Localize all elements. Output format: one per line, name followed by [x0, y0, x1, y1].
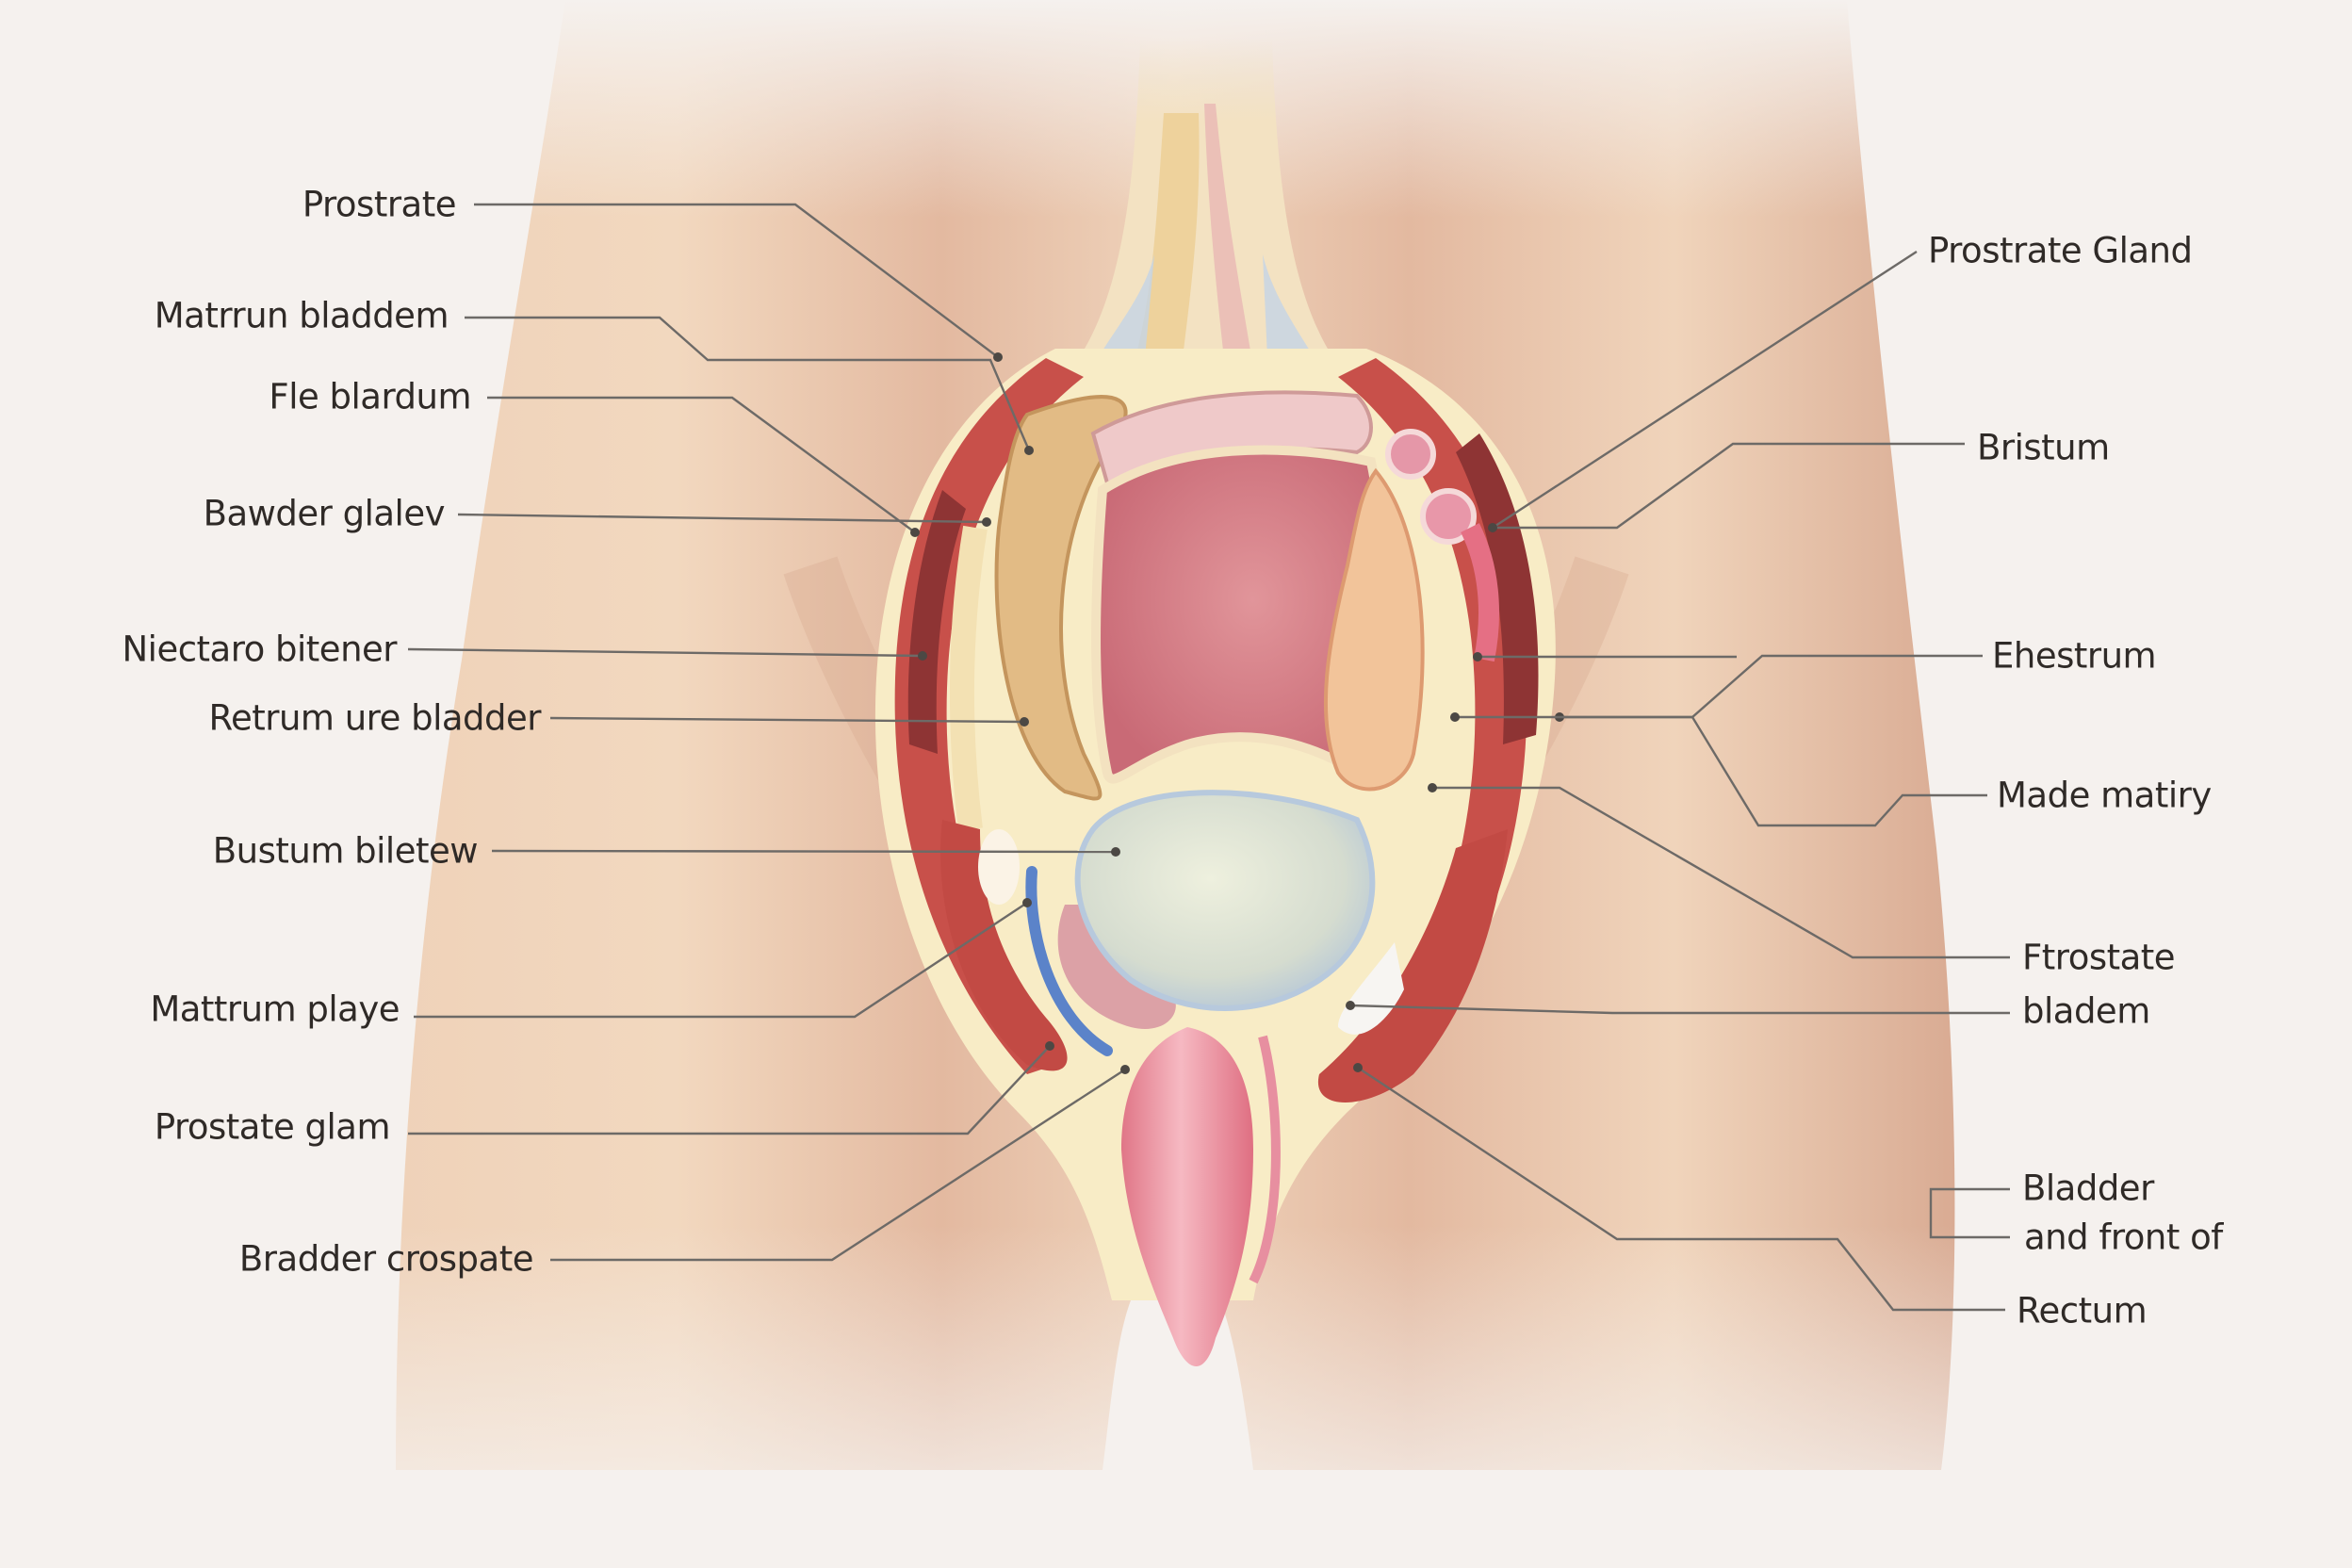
label-mattrum-playe: Mattrum playe: [150, 988, 400, 1030]
label-rectum: Rectum: [2017, 1290, 2148, 1331]
label-matrrun-bladdem: Matrrun bladdem: [154, 295, 449, 336]
label-bradder-crospate: Bradder crospate: [238, 1238, 534, 1280]
leader-lines-left: [407, 203, 1130, 1262]
spinal-column: [1065, 38, 1348, 377]
label-prostate-glam: Prostate glam: [154, 1106, 391, 1148]
label-retrum-ure-bladder: Retrum ure bladder: [208, 697, 541, 739]
label-made-matiry: Made matiry: [1997, 775, 2212, 816]
label-bladem: bladem: [2022, 990, 2150, 1032]
label-bustum-biletew: Bustum biletew: [212, 830, 479, 872]
label-niectaro-bitener: Niectaro bitener: [122, 629, 397, 670]
label-prostrate: Prostrate: [302, 184, 457, 225]
label-and-front-of: and front of: [2024, 1217, 2223, 1258]
label-prostrate-gland: Prostrate Gland: [1928, 230, 2193, 271]
leader-lines-right: [1346, 250, 2010, 1312]
pelvic-cross-section: [874, 349, 1556, 1366]
label-fle-blardum: Fle blardum: [269, 376, 471, 417]
label-bladder: Bladder: [2022, 1168, 2154, 1209]
label-ehestrum: Ehestrum: [1992, 635, 2157, 677]
label-bristum: Bristum: [1977, 427, 2110, 468]
label-bawder-glalev: Bawder glalev: [203, 493, 446, 534]
label-ftrostate: Ftrostate: [2022, 937, 2176, 978]
